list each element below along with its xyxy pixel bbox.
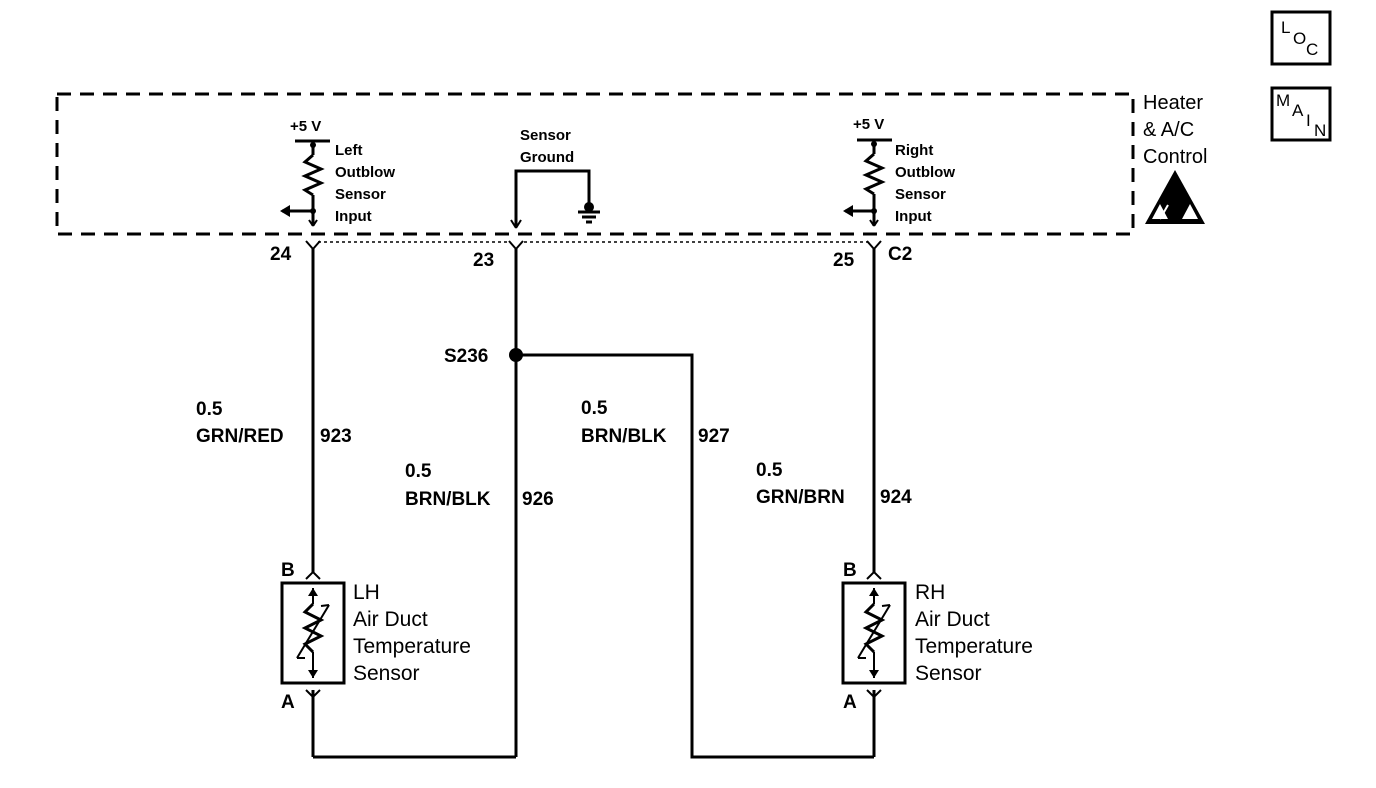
left-input-circuit: +5 V Left Outblow Sensor Input [280, 118, 395, 227]
sensor-label: Sensor [915, 662, 982, 685]
supply-label: +5 V [853, 116, 884, 133]
svg-text:926: 926 [522, 489, 554, 510]
svg-text:923: 923 [320, 426, 352, 447]
input-label: Input [895, 208, 932, 225]
input-label: Sensor [895, 186, 946, 203]
lh-air-duct-sensor: B A LH Air Duct Temperature Sensor [280, 560, 471, 757]
wire-926: 0.5 BRN/BLK 926 [313, 249, 554, 759]
module-name: & A/C [1143, 119, 1194, 141]
svg-text:0.5: 0.5 [756, 460, 783, 481]
pin-label: A [843, 692, 857, 713]
module-name: Control [1143, 146, 1207, 168]
svg-text:GRN/BRN: GRN/BRN [756, 487, 845, 508]
main-letter: M [1276, 91, 1290, 110]
loc-letter: O [1293, 29, 1306, 48]
main-button[interactable]: M A I N [1270, 86, 1332, 142]
svg-text:24: 24 [270, 244, 292, 265]
sensor-label: RH [915, 581, 945, 604]
esd-warning-icon [1145, 170, 1205, 224]
input-label: Outblow [335, 164, 395, 181]
rh-air-duct-sensor: B A RH Air Duct Temperature Sensor [841, 560, 1033, 757]
svg-text:0.5: 0.5 [581, 398, 608, 419]
connector-pin-25: 25 C2 [833, 240, 912, 271]
input-label: Sensor [335, 186, 386, 203]
pin-label: A [281, 692, 295, 713]
svg-text:927: 927 [698, 426, 730, 447]
sensor-label: Air Duct [353, 608, 428, 631]
sensor-label: Sensor [353, 662, 420, 685]
wire-924: 0.5 GRN/BRN 924 [756, 249, 912, 572]
input-label: Outblow [895, 164, 955, 181]
sensor-label: Temperature [353, 635, 471, 658]
svg-text:BRN/BLK: BRN/BLK [581, 426, 667, 447]
pin-label: B [281, 560, 295, 581]
svg-text:23: 23 [473, 250, 494, 271]
sensor-label: LH [353, 581, 380, 604]
wire-927: 0.5 BRN/BLK 927 [516, 353, 874, 759]
sensor-label: Air Duct [915, 608, 990, 631]
svg-text:GRN/RED: GRN/RED [196, 426, 284, 447]
main-letter: I [1306, 111, 1311, 130]
main-letter: A [1292, 101, 1304, 120]
svg-text:25: 25 [833, 250, 855, 271]
right-input-circuit: +5 V Right Outblow Sensor Input [843, 116, 955, 227]
input-label: Input [335, 208, 372, 225]
connector-label: C2 [888, 244, 912, 265]
module-name: Heater [1143, 92, 1203, 114]
supply-label: +5 V [290, 118, 321, 135]
sensor-label: Temperature [915, 635, 1033, 658]
loc-button[interactable]: L O C [1270, 10, 1332, 66]
pin-label: B [843, 560, 857, 581]
svg-text:0.5: 0.5 [196, 399, 223, 420]
sensor-ground-circuit: Sensor Ground [510, 127, 600, 229]
splice-s236: S236 [444, 346, 523, 367]
loc-letter: L [1281, 18, 1290, 37]
loc-letter: C [1306, 40, 1318, 59]
ground-label: Sensor [520, 127, 571, 144]
module-outline [55, 92, 1135, 236]
svg-text:0.5: 0.5 [405, 461, 432, 482]
svg-text:924: 924 [880, 487, 912, 508]
input-label: Left [335, 142, 363, 159]
svg-text:S236: S236 [444, 346, 488, 367]
input-label: Right [895, 142, 933, 159]
wire-923: 0.5 GRN/RED 923 [196, 249, 352, 572]
main-letter: N [1314, 121, 1326, 140]
ground-label: Ground [520, 149, 574, 166]
svg-text:BRN/BLK: BRN/BLK [405, 489, 491, 510]
